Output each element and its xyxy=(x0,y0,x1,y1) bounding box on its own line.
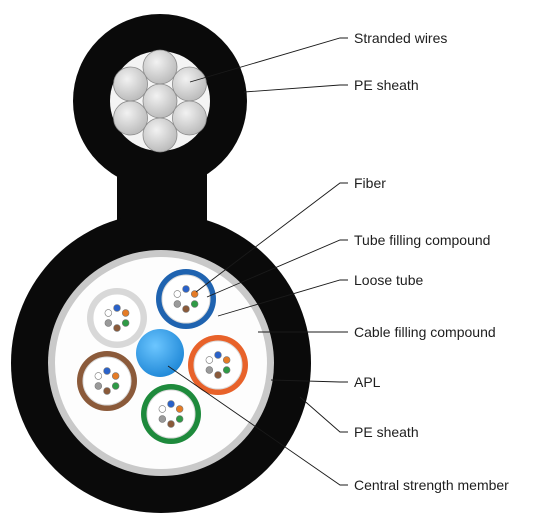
tube-inner-edge xyxy=(146,389,196,439)
fiber xyxy=(205,366,214,374)
leader-pe-sheath-outer xyxy=(299,396,348,433)
main-cable-section xyxy=(11,213,311,513)
fiber xyxy=(190,300,199,308)
leader-central-strength-member xyxy=(167,365,348,486)
stranded-wire xyxy=(142,117,178,153)
label-apl: APL xyxy=(354,374,381,390)
stranded-wire xyxy=(142,49,178,85)
label-fiber: Fiber xyxy=(354,175,386,191)
tube-filling-compound xyxy=(162,275,210,323)
fiber xyxy=(121,319,130,327)
fiber xyxy=(175,405,184,413)
stranded-wire xyxy=(113,100,148,136)
label-tube-filling-compound: Tube filling compound xyxy=(354,232,490,248)
tube-filling-compound xyxy=(83,357,131,405)
loose-tube xyxy=(156,269,216,329)
fiber xyxy=(167,420,175,428)
fiber xyxy=(167,400,175,408)
fiber xyxy=(94,372,103,380)
label-stranded-wires: Stranded wires xyxy=(354,30,447,46)
loose-tube xyxy=(77,351,137,411)
label-pe-sheath-outer: PE sheath xyxy=(354,424,419,440)
loose-tube xyxy=(141,384,201,444)
fiber xyxy=(214,371,222,379)
fiber xyxy=(205,356,214,364)
fiber xyxy=(94,382,103,390)
stranded-wire xyxy=(172,66,207,102)
fiber xyxy=(173,300,182,308)
fiber xyxy=(222,366,231,374)
fiber xyxy=(175,415,184,423)
fiber xyxy=(182,305,190,313)
stranded-wires xyxy=(113,49,207,153)
fiber xyxy=(121,309,130,317)
tube-inner-edge xyxy=(92,293,142,343)
leader-lines xyxy=(167,37,348,486)
central-strength-member xyxy=(136,329,184,377)
tube-inner-edge xyxy=(161,274,211,324)
label-cable-filling-compound: Cable filling compound xyxy=(354,324,496,340)
fiber xyxy=(104,309,113,317)
fiber xyxy=(222,356,231,364)
tube-filling-compound xyxy=(194,341,242,389)
stranded-wire xyxy=(142,83,178,119)
fiber xyxy=(111,382,120,390)
fiber xyxy=(190,290,199,298)
stranded-wire xyxy=(172,100,207,136)
fiber xyxy=(214,351,222,359)
label-pe-sheath-messenger: PE sheath xyxy=(354,77,419,93)
loose-tubes xyxy=(77,269,248,444)
tube-filling-compound xyxy=(147,390,195,438)
fiber xyxy=(111,372,120,380)
label-loose-tube: Loose tube xyxy=(354,272,423,288)
fiber xyxy=(103,387,111,395)
fiber xyxy=(113,324,121,332)
fiber xyxy=(158,405,167,413)
tube-inner-edge xyxy=(82,356,132,406)
loose-tube xyxy=(87,288,147,348)
fiber xyxy=(103,367,111,375)
stranded-wire xyxy=(113,66,148,102)
labels: Stranded wires PE sheath Fiber Tube fill… xyxy=(354,30,509,493)
messenger-section xyxy=(73,14,247,250)
fiber xyxy=(104,319,113,327)
leader-fiber xyxy=(195,182,348,293)
fiber xyxy=(173,290,182,298)
tube-filling-compound xyxy=(93,294,141,342)
fiber xyxy=(158,415,167,423)
leader-pe-sheath-messenger xyxy=(243,84,348,93)
loose-tube xyxy=(188,335,248,395)
leader-loose-tube xyxy=(217,279,348,317)
leader-stranded-wires xyxy=(189,37,348,83)
leader-apl xyxy=(270,379,348,383)
fiber xyxy=(182,285,190,293)
tube-inner-edge xyxy=(193,340,243,390)
label-central-strength-member: Central strength member xyxy=(354,477,509,493)
leader-tube-filling-compound xyxy=(206,239,348,298)
fiber xyxy=(113,304,121,312)
